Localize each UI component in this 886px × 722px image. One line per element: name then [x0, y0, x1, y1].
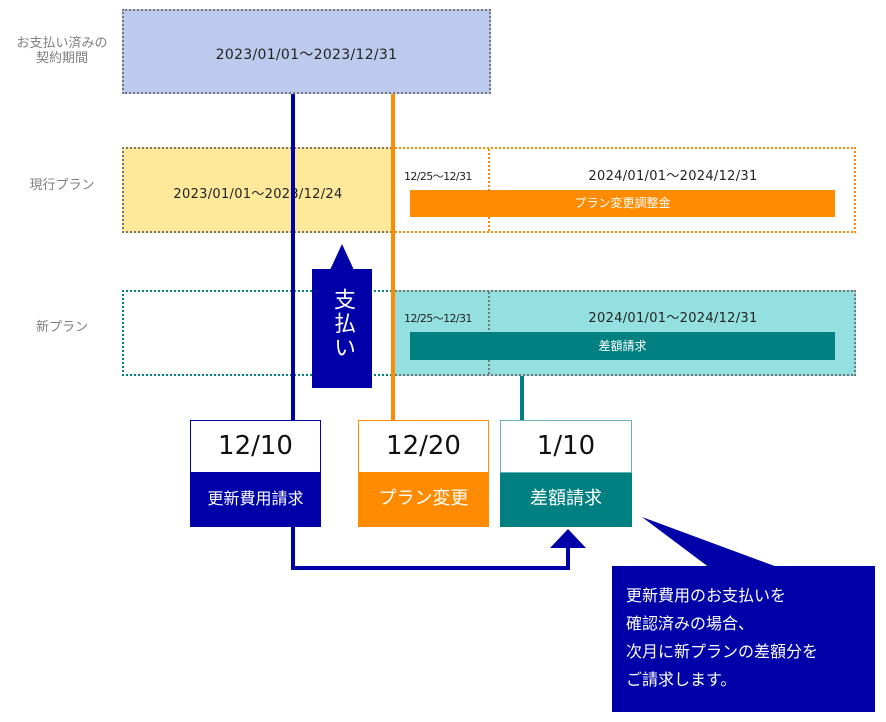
- difference-billing-bar: 差額請求: [410, 332, 835, 360]
- callout-line-4: ご請求します。: [626, 670, 737, 689]
- callout-line-2: 確認済みの場合、: [626, 614, 755, 633]
- callout-line-1: 更新費用のお支払いを: [626, 586, 787, 605]
- navy-connector-line: [291, 94, 295, 420]
- plan-change-adjustment-bar: プラン変更調整金: [410, 190, 835, 217]
- payment-label: 支払い: [330, 288, 355, 360]
- paid-period-box: 2023/01/01〜2023/12/31: [122, 9, 491, 94]
- row-label-new-plan: 新プラン: [35, 320, 88, 335]
- event-plan-change: プラン変更: [358, 473, 489, 527]
- current-plan-box: 2023/01/01〜2023/12/24: [122, 147, 392, 233]
- callout-box: 更新費用のお支払いを 確認済みの場合、 次月に新プランの差額分を ご請求します。: [612, 566, 875, 712]
- event-date-plan-change: 12/20: [358, 420, 489, 473]
- orange-connector-line: [391, 94, 395, 420]
- payment-arrow-icon: [312, 244, 372, 388]
- event-date-difference-billing: 1/10: [500, 420, 632, 473]
- teal-connector-line: [520, 376, 524, 420]
- new-plan-next-range: 2024/01/01〜2024/12/31: [588, 311, 758, 326]
- paid-period-range: 2023/01/01〜2023/12/31: [215, 47, 398, 63]
- plan-change-adjustment-label: プラン変更調整金: [574, 196, 671, 210]
- current-plan-gap-range: 12/25〜12/31: [404, 170, 472, 183]
- current-plan-next-range: 2024/01/01〜2024/12/31: [588, 169, 758, 184]
- current-plan-range: 2023/01/01〜2023/12/24: [173, 187, 343, 202]
- event-renewal-billing: 更新費用請求: [190, 473, 321, 527]
- callout-pointer-icon: [642, 517, 780, 568]
- new-plan-box: [122, 290, 392, 376]
- difference-billing-bar-label: 差額請求: [598, 339, 647, 353]
- event-date-renewal: 12/10: [190, 420, 321, 473]
- new-plan-gap-range: 12/25〜12/31: [404, 312, 472, 325]
- row-label-paid-period: お支払い済みの 契約期間: [16, 36, 108, 66]
- row-label-current-plan: 現行プラン: [29, 178, 95, 193]
- current-plan-extension-box: [392, 147, 856, 233]
- callout-line-3: 次月に新プランの差額分を: [626, 642, 819, 661]
- flow-arrow-icon: [291, 527, 586, 570]
- event-difference-billing: 差額請求: [500, 473, 632, 527]
